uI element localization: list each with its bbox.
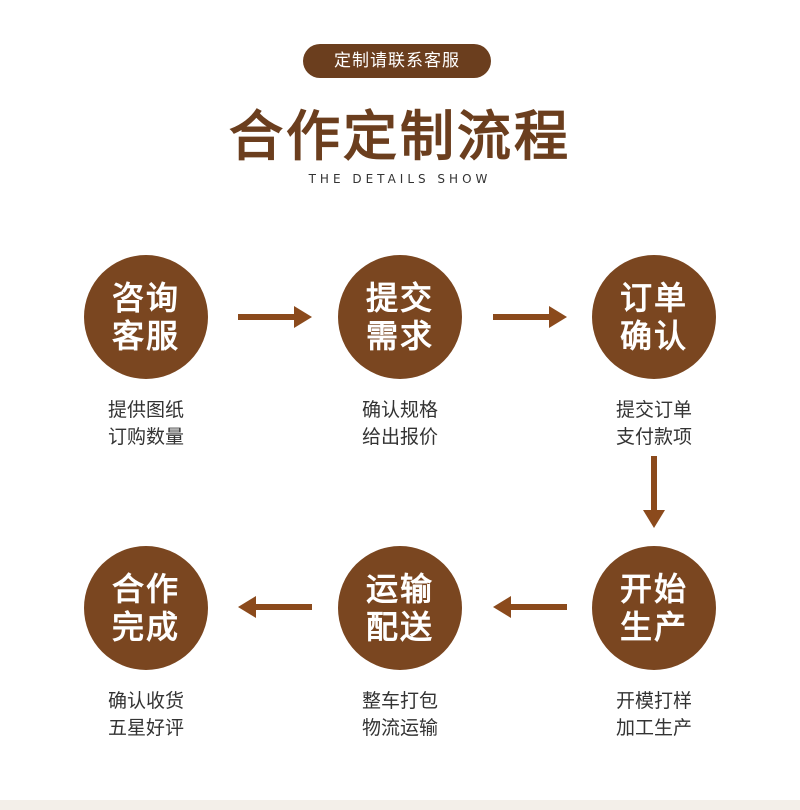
step-order-desc: 提交订单 支付款项	[615, 399, 692, 448]
step-shipping-desc: 整车打包 物流运输	[361, 690, 438, 739]
step-shipping-circle: 运输 配送	[338, 546, 462, 670]
page-subtitle: THE DETAILS SHOW	[308, 172, 492, 186]
step-complete-circle: 合作 完成	[84, 546, 208, 670]
arrow-down-icon	[643, 456, 665, 528]
page-title: 合作定制流程	[229, 105, 571, 168]
arrow-left-icon	[493, 596, 567, 618]
step-label: 生产	[619, 608, 688, 646]
step-production-circle: 开始 生产	[592, 546, 716, 670]
arrow-right-icon	[238, 306, 312, 328]
step-label: 合作	[111, 570, 180, 608]
step-label: 客服	[111, 317, 180, 355]
step-complete-desc: 确认收货 五星好评	[107, 690, 184, 739]
step-label: 订单	[619, 279, 688, 317]
arrow-right-icon	[493, 306, 567, 328]
contact-service-pill[interactable]: 定制请联系客服	[303, 44, 491, 78]
arrow-left-icon	[238, 596, 312, 618]
step-consult-desc: 提供图纸 订购数量	[107, 399, 184, 448]
step-label: 提交	[365, 279, 434, 317]
step-label: 咨询	[111, 279, 180, 317]
step-label: 需求	[365, 317, 434, 355]
step-label: 开始	[619, 570, 688, 608]
step-label: 确认	[619, 317, 688, 355]
step-submit-desc: 确认规格 给出报价	[361, 399, 438, 448]
step-submit-circle: 提交 需求	[338, 255, 462, 379]
step-label: 完成	[111, 608, 180, 646]
bottom-divider	[0, 800, 800, 810]
step-order-circle: 订单 确认	[592, 255, 716, 379]
step-consult-circle: 咨询 客服	[84, 255, 208, 379]
step-label: 运输	[365, 570, 434, 608]
step-production-desc: 开模打样 加工生产	[615, 690, 692, 739]
step-label: 配送	[365, 608, 434, 646]
